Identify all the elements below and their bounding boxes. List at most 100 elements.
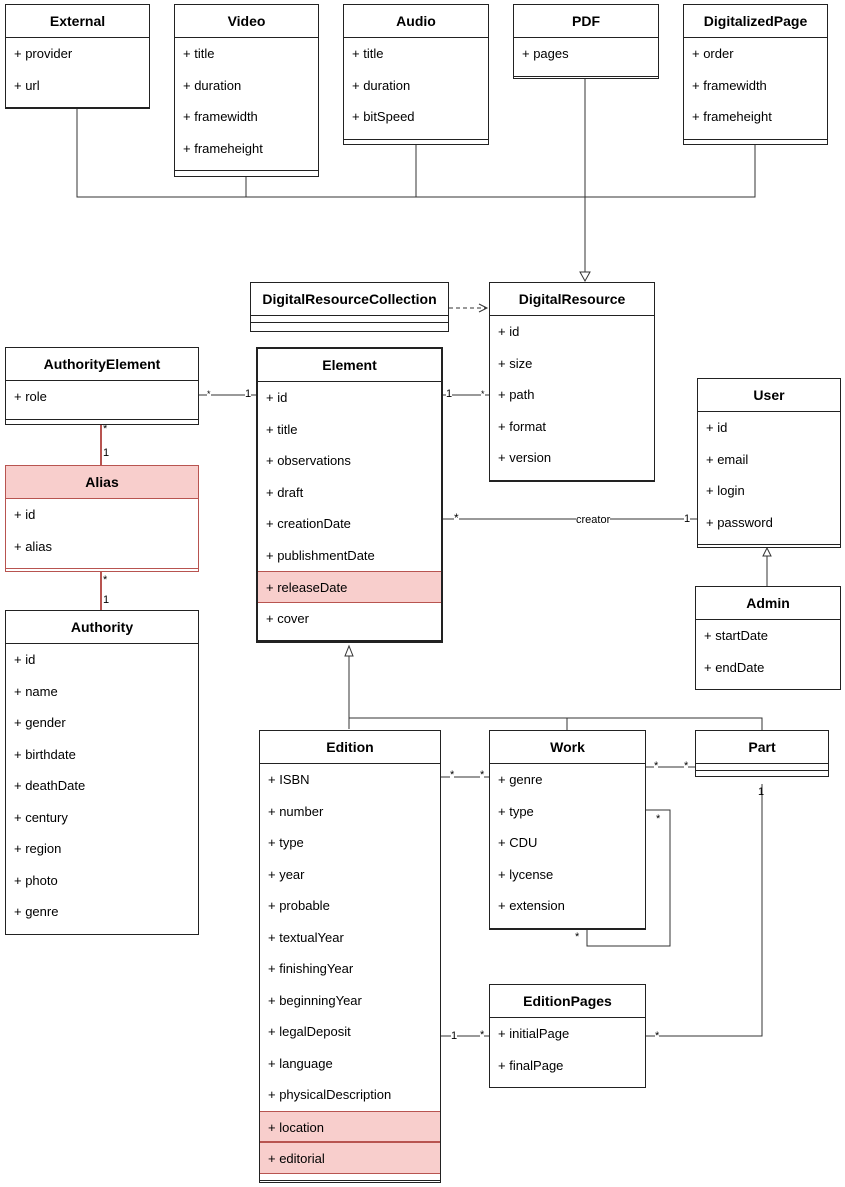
attribute-list: + id+ name+ gender+ birthdate+ deathDate… — [6, 644, 198, 928]
attribute-row: + pages — [522, 46, 569, 61]
attribute-list: + order+ framewidth+ frameheight — [684, 38, 827, 133]
attribute-list: + id + size + path + format + version — [490, 316, 654, 474]
class-title: DigitalizedPage — [684, 5, 827, 38]
class-edition[interactable]: Edition+ ISBN+ number+ type+ year+ proba… — [259, 730, 441, 1183]
attribute-row: + legalDeposit — [268, 1024, 351, 1039]
class-title: AuthorityElement — [6, 348, 198, 381]
attribute-row: + publishmentDate — [266, 547, 375, 563]
operations-compartment — [175, 170, 318, 177]
attribute-row: + name — [14, 683, 58, 699]
attribute-row: + observations — [266, 453, 351, 468]
attribute-list: + id+ alias — [6, 499, 198, 562]
mult-ae-element-tgt: 1 — [245, 388, 252, 400]
class-audio[interactable]: Audio+ title+ duration+ bitSpeed — [343, 4, 489, 145]
mult-edition-ep-src: 1 — [451, 1030, 458, 1042]
class-part[interactable]: Part — [695, 730, 829, 777]
class-element[interactable]: Element+ id+ title+ observations+ draft+… — [256, 347, 443, 643]
attribute-row: + finalPage — [498, 1057, 564, 1073]
class-title: PDF — [514, 5, 658, 38]
class-edition-pages[interactable]: EditionPages+ initialPage+ finalPage — [489, 984, 646, 1088]
operations-compartment — [698, 544, 840, 551]
class-title: User — [698, 379, 840, 412]
class-title: Work — [490, 731, 645, 764]
class-title: Video — [175, 5, 318, 38]
mult-element-user-src: * — [454, 511, 459, 525]
attribute-row: + format — [498, 418, 547, 434]
media-generalization — [76, 78, 756, 283]
mult-work-self-tgt: * — [575, 931, 580, 943]
attribute-row: + version — [498, 450, 552, 465]
class-digitalized-page[interactable]: DigitalizedPage+ order+ framewidth+ fram… — [683, 4, 828, 145]
class-work[interactable]: Work+ genre+ type+ CDU+ lycense+ extensi… — [489, 730, 646, 930]
attribute-row: + initialPage — [498, 1026, 570, 1041]
mult-edition-work-tgt: * — [480, 769, 485, 781]
attribute-row: + CDU — [498, 835, 538, 850]
attribute-row: + role — [14, 389, 47, 404]
class-external[interactable]: External+ provider+ url — [5, 4, 150, 109]
role-creator-label: creator — [576, 514, 611, 526]
operations-compartment — [344, 138, 488, 146]
mult-element-dr-src: 1 — [446, 388, 453, 400]
mult-element-dr-tgt: * — [481, 389, 485, 399]
class-title: Admin — [696, 587, 840, 620]
admin-generalization — [762, 546, 772, 586]
attribute-row: + creationDate — [266, 516, 351, 531]
operations-compartment — [490, 1087, 645, 1094]
attribute-row: + framewidth — [692, 77, 767, 93]
attribute-row: + id — [266, 390, 288, 405]
attribute-list: + id+ title+ observations+ draft+ creati… — [258, 382, 441, 634]
attribute-row: + deathDate — [14, 778, 86, 793]
attribute-row: + number — [268, 803, 324, 819]
class-user[interactable]: User+ id+ email+ login+ password — [697, 378, 841, 548]
class-admin[interactable]: Admin+ startDate+ endDate — [695, 586, 841, 690]
attribute-row: + duration — [352, 77, 411, 93]
operations-compartment — [6, 418, 198, 426]
class-digital-resource[interactable]: DigitalResource+ id+ size+ path+ format+… — [489, 282, 655, 482]
mult-work-self-src: * — [656, 813, 661, 825]
mult-part-ep-src: 1 — [758, 786, 765, 798]
attribute-list: + role — [6, 381, 198, 413]
attribute-row: + id — [14, 652, 36, 667]
operations-compartment — [258, 640, 441, 647]
attribute-row: + duration — [183, 77, 242, 93]
attribute-row: + type — [498, 803, 534, 819]
attribute-row: + releaseDate — [258, 571, 441, 603]
attribute-list: + genre+ type+ CDU+ lycense+ extension — [490, 764, 645, 922]
class-digital-resource-collection[interactable]: DigitalResourceCollection — [250, 282, 449, 332]
attribute-row: + title — [352, 46, 384, 61]
attribute-row: + year — [268, 866, 305, 882]
attribute-row: + language — [268, 1055, 333, 1071]
class-alias[interactable]: Alias+ id+ alias — [5, 465, 199, 572]
attribute-row: + ISBN — [268, 772, 310, 787]
attribute-row: + title — [266, 421, 298, 437]
operations-compartment — [490, 479, 654, 487]
attribute-row: + century — [14, 809, 68, 825]
class-authority[interactable]: Authority+ id+ name+ gender+ birthdate+ … — [5, 610, 199, 935]
attribute-row: + genre — [498, 772, 543, 787]
class-title: Authority — [6, 611, 198, 644]
class-pdf[interactable]: PDF + pages — [513, 4, 659, 79]
attribute-row: + path — [498, 387, 535, 402]
attribute-row: + url — [14, 77, 40, 93]
element-generalization — [344, 644, 763, 730]
mult-alias-authority-src: * — [103, 574, 108, 586]
attribute-row: + frameheight — [183, 140, 263, 156]
attribute-row: + region — [14, 841, 62, 856]
mult-work-part-tgt: * — [684, 760, 689, 772]
class-authority-element[interactable]: AuthorityElement + role — [5, 347, 199, 425]
attribute-row: + title — [183, 46, 215, 61]
class-video[interactable]: Video+ title+ duration+ framewidth+ fram… — [174, 4, 319, 177]
attribute-row: + finishingYear — [268, 961, 354, 976]
operations-compartment — [260, 1179, 440, 1187]
attribute-row: + size — [498, 355, 533, 371]
attribute-list: + title+ duration+ bitSpeed — [344, 38, 488, 133]
operations-compartment — [696, 689, 840, 696]
operations-compartment — [514, 75, 658, 83]
attribute-row: + endDate — [704, 659, 765, 675]
attribute-row: + editorial — [260, 1142, 440, 1174]
operations-compartment — [684, 138, 827, 146]
attribute-row: + id — [498, 324, 520, 339]
attribute-list: + startDate+ endDate — [696, 620, 840, 683]
